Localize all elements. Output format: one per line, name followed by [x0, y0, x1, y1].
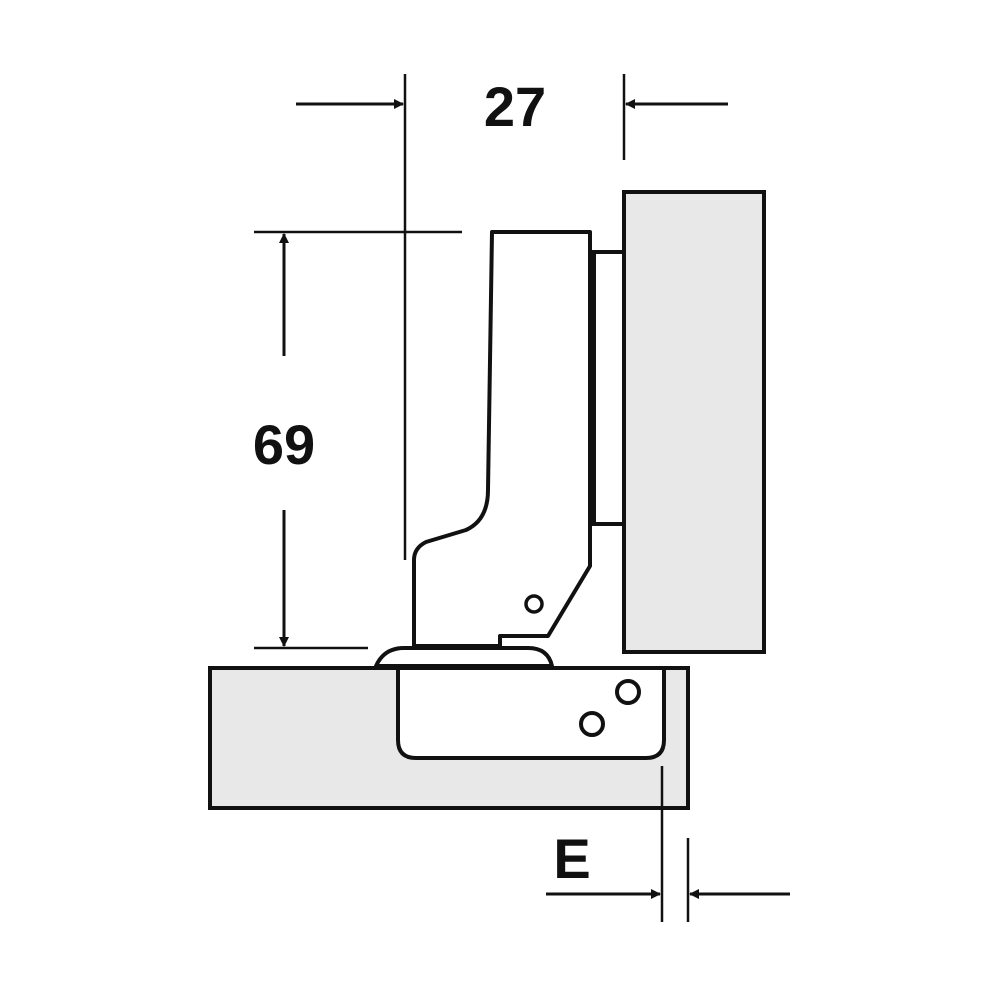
mounting-plate	[592, 250, 626, 526]
screw-hole-icon	[615, 679, 641, 705]
door-panel	[622, 190, 766, 654]
screw-hole-icon	[579, 711, 605, 737]
width-dimension-label: 27	[484, 75, 546, 138]
hinge-arm	[412, 230, 592, 648]
edge-dimension-label: E	[553, 827, 590, 890]
pivot-rivet-icon	[524, 594, 544, 614]
cup-flange	[374, 646, 554, 668]
height-dimension-label: 69	[253, 413, 315, 476]
